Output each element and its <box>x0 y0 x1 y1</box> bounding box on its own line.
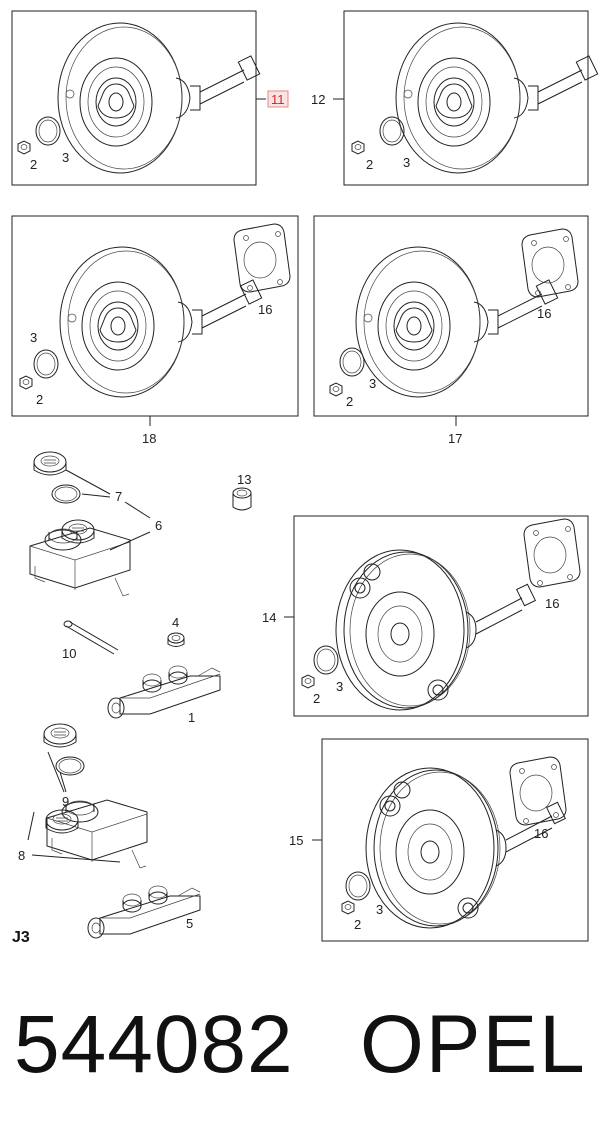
callout-nut[interactable]: 2 <box>354 917 361 932</box>
callout-12[interactable]: 12 <box>311 92 325 107</box>
parts-diagram: 11 2 3 12 2 3 18 16 3 2 17 16 3 2 7 6 13 <box>11 10 599 946</box>
callout-reservoir-lower[interactable]: 8 <box>18 848 25 863</box>
callout-seal[interactable]: 3 <box>369 376 376 391</box>
group-code: J3 <box>12 929 30 946</box>
callout-reservoir-upper[interactable]: 6 <box>155 518 162 533</box>
callout-nut[interactable]: 2 <box>30 157 37 172</box>
callout-highlight-11 <box>267 90 289 108</box>
brand-name: OPEL <box>360 999 587 1090</box>
callout-nut[interactable]: 2 <box>36 392 43 407</box>
callout-11[interactable]: 11 <box>271 92 285 107</box>
part-number: 544082 <box>14 999 294 1090</box>
callout-gasket[interactable]: 16 <box>258 302 272 317</box>
assembly-frame-11 <box>11 10 257 186</box>
master-cylinder-upper <box>107 665 221 719</box>
footer: 544082 OPEL <box>0 995 600 1105</box>
callout-seal[interactable]: 3 <box>376 902 383 917</box>
assembly-frame-12 <box>343 10 589 186</box>
callout-cap-lower[interactable]: 9 <box>62 794 69 809</box>
master-cylinder-lower <box>87 885 201 939</box>
callout-pin[interactable]: 10 <box>62 646 76 661</box>
assembly-frame-14 <box>293 515 589 717</box>
callout-seal[interactable]: 3 <box>62 150 69 165</box>
callout-seal[interactable]: 3 <box>336 679 343 694</box>
cap-oring-upper <box>51 484 81 504</box>
assembly-frame-18 <box>11 215 299 417</box>
pin <box>63 620 119 655</box>
callout-seal[interactable]: 3 <box>403 155 410 170</box>
callout-cap-upper[interactable]: 7 <box>115 489 122 504</box>
reservoir-cap-upper <box>33 451 67 476</box>
bushing <box>167 632 185 647</box>
callout-18[interactable]: 18 <box>142 431 156 446</box>
callout-nut[interactable]: 2 <box>313 691 320 706</box>
callout-nut[interactable]: 2 <box>346 394 353 409</box>
callout-gasket[interactable]: 16 <box>534 826 548 841</box>
grommet <box>232 487 252 511</box>
callout-gasket[interactable]: 16 <box>545 596 559 611</box>
assembly-frame-17 <box>313 215 589 417</box>
callout-nut[interactable]: 2 <box>366 157 373 172</box>
callout-14[interactable]: 14 <box>262 610 276 625</box>
callout-master-cyl-lower[interactable]: 5 <box>186 916 193 931</box>
fluid-reservoir-upper <box>29 527 131 597</box>
callout-17[interactable]: 17 <box>448 431 462 446</box>
reservoir-cap-lower <box>43 723 77 748</box>
callout-master-cyl-upper[interactable]: 1 <box>188 710 195 725</box>
callout-bushing[interactable]: 4 <box>172 615 179 630</box>
callout-seal[interactable]: 3 <box>30 330 37 345</box>
callout-grommet[interactable]: 13 <box>237 472 251 487</box>
callout-15[interactable]: 15 <box>289 833 303 848</box>
callout-gasket[interactable]: 16 <box>537 306 551 321</box>
